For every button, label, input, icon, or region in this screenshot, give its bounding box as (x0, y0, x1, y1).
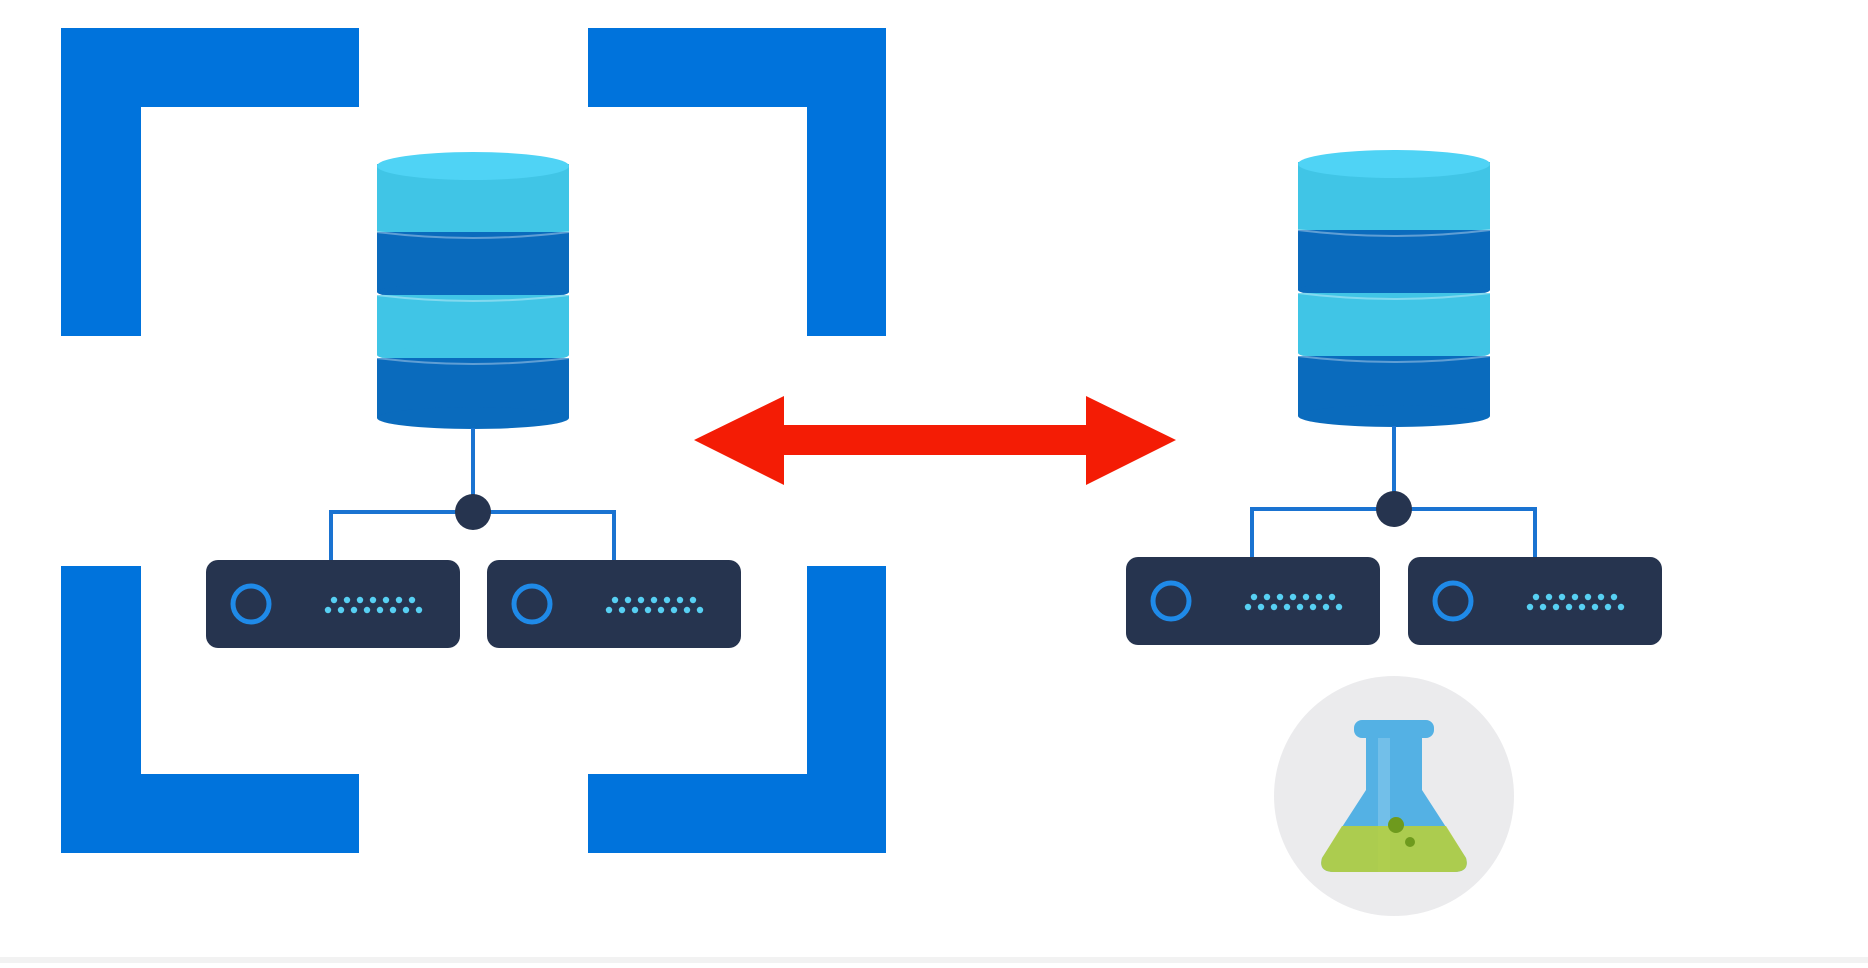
server-dot (631, 606, 639, 614)
server-dot (644, 606, 652, 614)
bidirectional-arrow-icon (694, 396, 1176, 485)
server-dot (1302, 593, 1310, 601)
server-dot (1597, 593, 1605, 601)
server-dot (1571, 593, 1579, 601)
server-dot (689, 596, 697, 604)
server-dot (1289, 593, 1297, 601)
server-dot (663, 596, 671, 604)
focus-frame-icon (61, 28, 886, 853)
server-dot (676, 596, 684, 604)
server-dot (1539, 603, 1547, 611)
server-dot (337, 606, 345, 614)
server-dot (1315, 593, 1323, 601)
server-dot (1283, 603, 1291, 611)
database-icon (376, 152, 570, 429)
server-dot (343, 596, 351, 604)
frame-corner-top-right (588, 28, 886, 336)
server-dot (611, 596, 619, 604)
server-dot (1558, 593, 1566, 601)
server-dot (1610, 593, 1618, 601)
server-dot (1296, 603, 1304, 611)
junction-node (1376, 491, 1412, 527)
frame-corner-bottom-right (588, 566, 886, 853)
server-dot (1276, 593, 1284, 601)
frame-corner-bottom-left (61, 566, 359, 853)
server-dot (1250, 593, 1258, 601)
server-dot (356, 596, 364, 604)
server-dot (1617, 603, 1625, 611)
server-dot (402, 606, 410, 614)
server-dot (670, 606, 678, 614)
server-dot (324, 606, 332, 614)
server-dot (1565, 603, 1573, 611)
server-dot (1335, 603, 1343, 611)
server-dot (408, 596, 416, 604)
server-icon (206, 560, 460, 648)
server-icon (1126, 557, 1380, 645)
server-dot (350, 606, 358, 614)
server-dot (624, 596, 632, 604)
server-status-dots (605, 596, 704, 614)
network-connector (1250, 426, 1537, 558)
server-dot (637, 596, 645, 604)
server-dot (1257, 603, 1265, 611)
server-dot (415, 606, 423, 614)
server-dot (1526, 603, 1534, 611)
server-dot (618, 606, 626, 614)
server-dot (1270, 603, 1278, 611)
server-dot (1309, 603, 1317, 611)
server-dot (330, 596, 338, 604)
network-connector (329, 428, 616, 562)
server-status-dots (1526, 593, 1625, 611)
server-icon (1408, 557, 1662, 645)
server-dot (605, 606, 613, 614)
server-dot (1532, 593, 1540, 601)
database-icon (1297, 150, 1491, 427)
server-dot (376, 606, 384, 614)
frame-corner-top-left (61, 28, 359, 336)
server-dot (1604, 603, 1612, 611)
server-dot (1552, 603, 1560, 611)
server-icon (487, 560, 741, 648)
server-dot (1545, 593, 1553, 601)
server-dot (363, 606, 371, 614)
right-cluster (1126, 150, 1662, 916)
server-dot (395, 596, 403, 604)
lab-flask-icon (1274, 676, 1514, 916)
server-dot (657, 606, 665, 614)
server-status-dots (324, 596, 423, 614)
server-dot (1322, 603, 1330, 611)
server-dot (1263, 593, 1271, 601)
server-dot (696, 606, 704, 614)
server-status-dots (1244, 593, 1343, 611)
junction-node (455, 494, 491, 530)
server-dot (1591, 603, 1599, 611)
server-dot (1328, 593, 1336, 601)
server-dot (1584, 593, 1592, 601)
server-dot (1578, 603, 1586, 611)
server-dot (389, 606, 397, 614)
server-dot (683, 606, 691, 614)
bottom-strip (0, 957, 1868, 963)
server-dot (369, 596, 377, 604)
server-dot (1244, 603, 1252, 611)
server-dot (650, 596, 658, 604)
left-cluster (206, 152, 741, 648)
server-dot (382, 596, 390, 604)
